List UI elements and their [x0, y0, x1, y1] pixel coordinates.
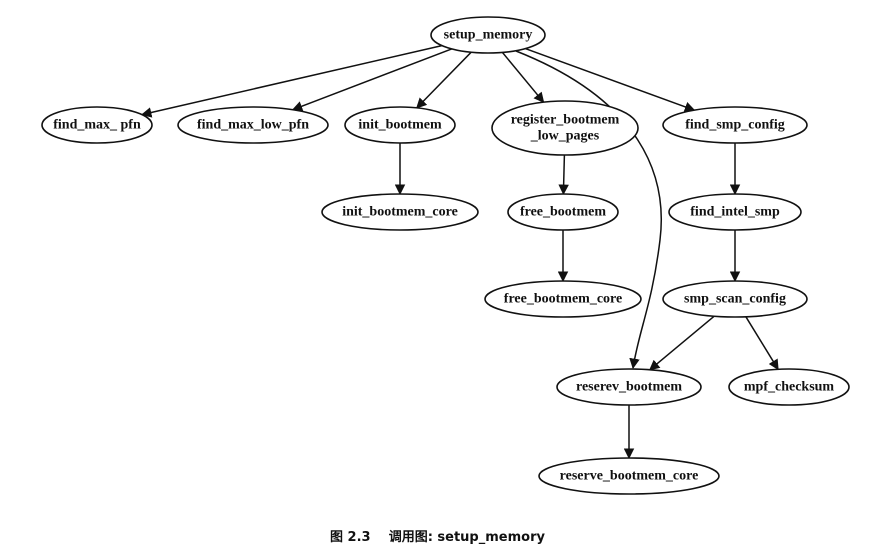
node-ellipse — [662, 280, 808, 318]
edge-setup_memory-to-register_bootmem_low_pages — [501, 51, 545, 104]
node-ellipse — [538, 457, 720, 495]
nodes-layer: setup_memory find_max_ pfn find_max_low_pf… — [41, 16, 850, 495]
node-label: reserve_bootmem_core — [560, 469, 699, 484]
edge-setup_memory-to-find_max_pfn — [140, 44, 443, 118]
node-ellipse — [728, 368, 850, 406]
node-register-bootmem-low-pages: register_bootmem_low_pages — [491, 100, 639, 156]
node-ellipse — [668, 193, 802, 231]
node-reserve-bootmem-core: reserve_bootmem_core — [538, 457, 720, 495]
node-free-bootmem: free_bootmem — [507, 193, 619, 231]
node-label: find_smp_config — [685, 118, 785, 133]
node-label: setup_memory — [444, 28, 533, 43]
node-ellipse — [507, 193, 619, 231]
figure-label: 调用图: setup_memory — [388, 530, 545, 545]
node-ellipse — [177, 106, 329, 144]
figure-caption: 图 2.3 调用图: setup_memory — [0, 526, 875, 545]
node-label: init_bootmem — [358, 118, 442, 133]
edge-smp_scan_config-to-reserev_bootmem — [648, 315, 715, 371]
edge-smp_scan_config-to-mpf_checksum — [745, 316, 779, 371]
node-ellipse — [662, 106, 808, 144]
node-label: reserev_bootmem — [576, 380, 682, 395]
node-setup-memory: setup_memory — [430, 16, 546, 54]
node-label: free_bootmem_core — [504, 292, 622, 307]
node-label: register_bootmem — [511, 113, 620, 128]
edge-setup_memory-to-find_max_low_pfn — [291, 48, 452, 112]
node-ellipse — [321, 193, 479, 231]
node-find-intel-smp: find_intel_smp — [668, 193, 802, 231]
figure-number: 图 2.3 — [330, 530, 371, 545]
node-ellipse — [491, 100, 639, 156]
node-label: smp_scan_config — [684, 292, 786, 307]
node-label: mpf_checksum — [744, 380, 835, 395]
node-ellipse — [41, 106, 153, 144]
node-label: find_max_low_pfn — [197, 118, 309, 133]
node-label: _low_pages — [530, 129, 600, 144]
node-ellipse — [556, 368, 702, 406]
edges-layer — [140, 44, 779, 460]
node-ellipse — [430, 16, 546, 54]
node-label: init_bootmem_core — [342, 205, 458, 220]
edge-setup_memory-to-init_bootmem — [416, 51, 472, 109]
node-free-bootmem-core: free_bootmem_core — [484, 280, 642, 318]
node-find-max-pfn: find_max_ pfn — [41, 106, 153, 144]
edge-setup_memory-to-reserev_bootmem — [515, 50, 662, 370]
edge-register_bootmem_low_pages-to-free_bootmem — [558, 154, 569, 196]
node-label: free_bootmem — [520, 205, 606, 220]
node-find-smp-config: find_smp_config — [662, 106, 808, 144]
node-find-max-low-pfn: find_max_low_pfn — [177, 106, 329, 144]
node-init-bootmem-core: init_bootmem_core — [321, 193, 479, 231]
node-label: find_max_ pfn — [53, 118, 141, 133]
node-init-bootmem: init_bootmem — [344, 106, 456, 144]
node-ellipse — [344, 106, 456, 144]
node-smp-scan-config: smp_scan_config — [662, 280, 808, 318]
edge-setup_memory-to-find_smp_config — [525, 47, 696, 112]
node-label: find_intel_smp — [690, 205, 780, 220]
node-mpf-checksum: mpf_checksum — [728, 368, 850, 406]
node-reserev-bootmem: reserev_bootmem — [556, 368, 702, 406]
node-ellipse — [484, 280, 642, 318]
